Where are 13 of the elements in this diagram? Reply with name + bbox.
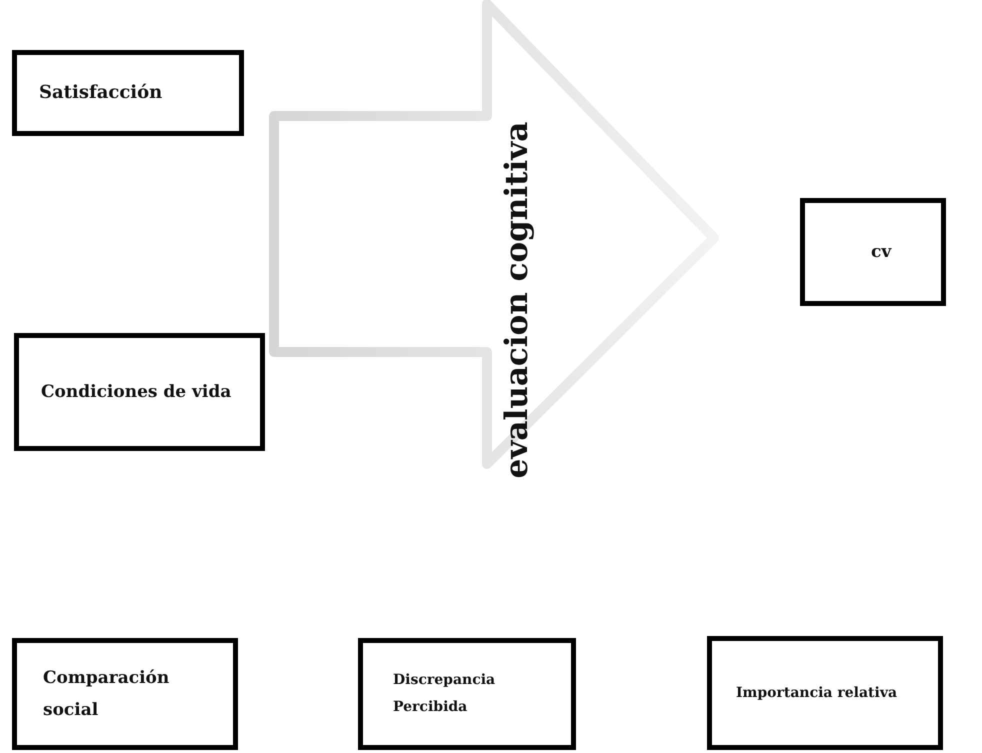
box-label: cv <box>871 240 892 264</box>
box-label: Comparación social <box>43 666 170 722</box>
box-label: Discrepancia Percibida <box>393 671 496 717</box>
concept-box <box>14 333 265 451</box>
vertical-label: evaluacion cognitiva <box>498 120 536 480</box>
concept-box <box>707 636 943 750</box>
box-label: Importancia relativa <box>736 684 898 703</box>
box-label: Satisfacción <box>39 80 162 105</box>
concept-box <box>12 638 238 750</box>
box-label: Condiciones de vida <box>41 380 232 404</box>
concept-box <box>800 198 946 306</box>
concept-box <box>12 50 244 136</box>
concept-box <box>358 638 576 750</box>
